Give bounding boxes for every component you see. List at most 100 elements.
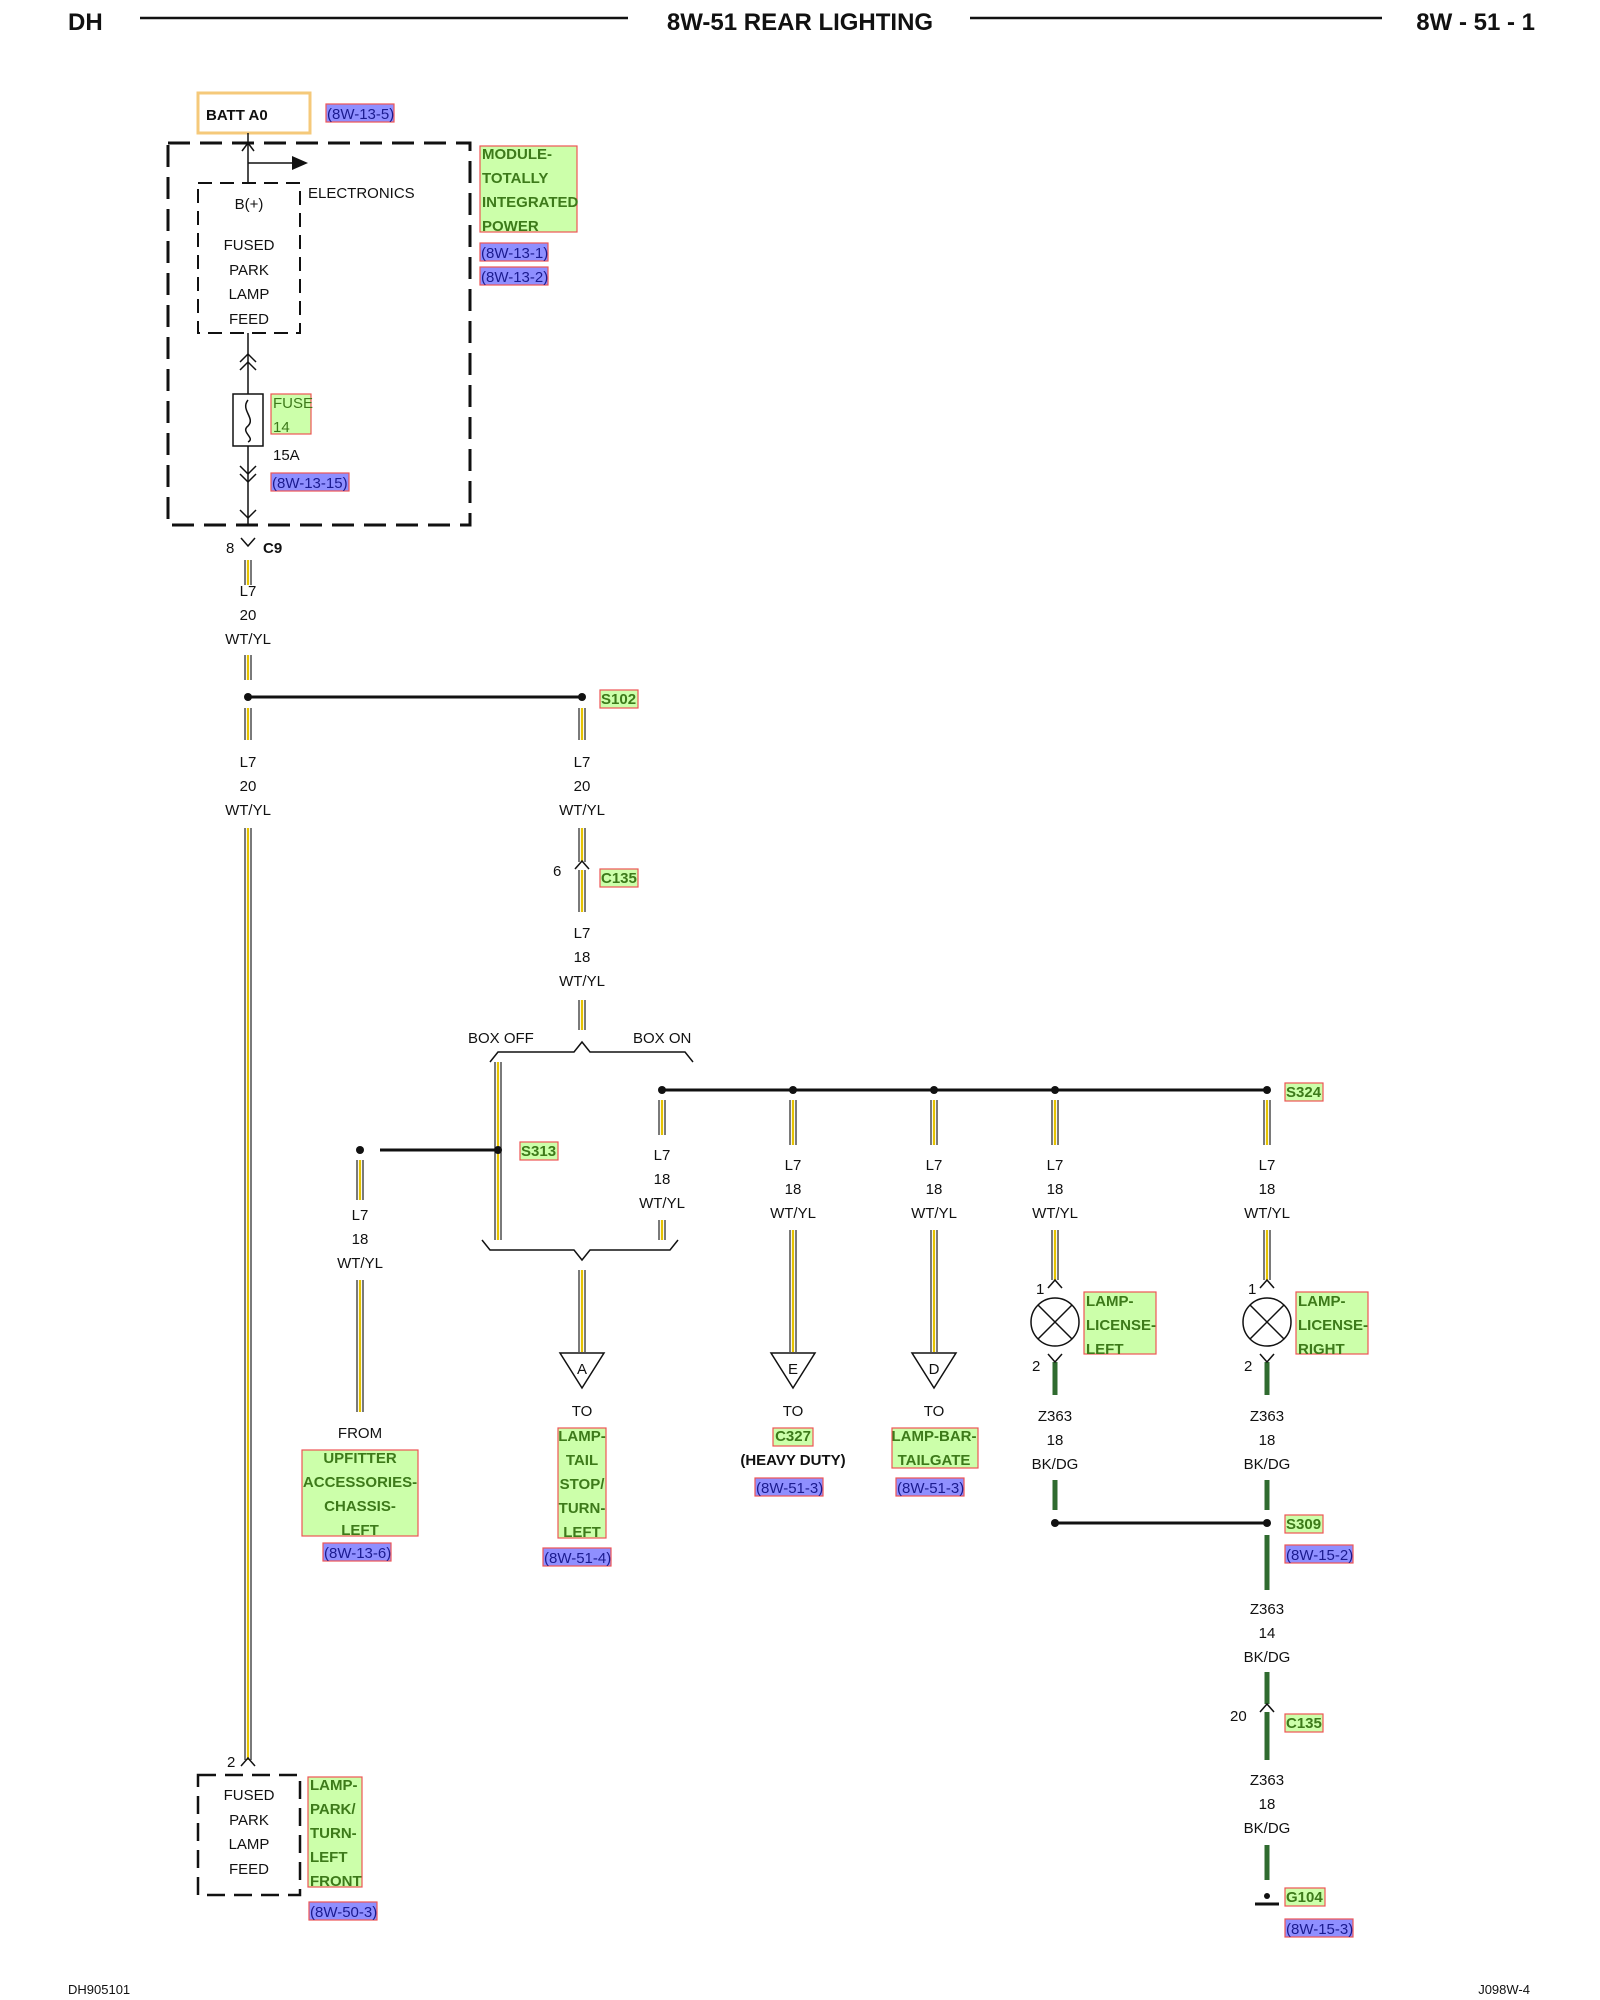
module-name-1[interactable]: MODULE-: [482, 146, 552, 163]
upfitter-line-2[interactable]: ACCESSORIES-: [303, 1474, 417, 1491]
batt-box: [196, 91, 312, 135]
s309-ref[interactable]: (8W-15-2): [1286, 1547, 1353, 1564]
wire-label-l7-18-c: L7 18 WT/YL: [639, 1147, 685, 1212]
output-arrow-icon: [292, 156, 308, 170]
tail-line-2[interactable]: TAIL: [566, 1452, 598, 1469]
lamp-right-line-1[interactable]: LAMP-: [1298, 1293, 1346, 1310]
wire-label-l7-18-b: L7 18 WT/YL: [337, 1207, 383, 1272]
tailgate-ref[interactable]: (8W-51-3): [897, 1480, 964, 1497]
offpage-connector-d[interactable]: D: [910, 1352, 958, 1390]
splice-dot: [1051, 1519, 1059, 1527]
module-ref-2[interactable]: (8W-13-2): [481, 269, 548, 286]
front-lamp-pin: 2: [227, 1754, 235, 1771]
wire-gauge: 18: [1047, 1181, 1064, 1198]
lamp-right-box: [1295, 1291, 1369, 1355]
fuse-ref[interactable]: (8W-13-15): [272, 475, 348, 492]
wire-segment: [356, 1280, 364, 1412]
feed-line-2: PARK: [229, 262, 269, 279]
upfitter-line-3[interactable]: CHASSIS-: [324, 1498, 396, 1515]
splice-s313[interactable]: S313: [521, 1143, 556, 1160]
c135b-pin: 20: [1230, 1708, 1247, 1725]
offpage-connector-e[interactable]: E: [769, 1352, 817, 1390]
wire-segment: [578, 708, 586, 740]
wire-gauge: 18: [1259, 1796, 1276, 1813]
front-lamp-line-1[interactable]: LAMP-: [310, 1777, 358, 1794]
wire-gauge: 18: [1259, 1432, 1276, 1449]
front-lamp-line-5[interactable]: FRONT: [310, 1873, 362, 1890]
module-name-3[interactable]: INTEGRATED: [482, 194, 579, 211]
ground-dot: [1264, 1893, 1270, 1899]
triangle-d-label: D: [929, 1361, 940, 1378]
wire-color: WT/YL: [225, 631, 271, 648]
wire-segment: [658, 1220, 666, 1240]
offpage-connector-a[interactable]: A: [558, 1352, 606, 1390]
tail-line-1[interactable]: LAMP-: [558, 1428, 606, 1445]
module-name-4[interactable]: POWER: [482, 218, 539, 235]
module-name-2[interactable]: TOTALLY: [482, 170, 548, 187]
lamp-left-line-3[interactable]: LEFT: [1086, 1341, 1124, 1358]
wire-circuit: L7: [352, 1207, 369, 1224]
front-lamp-ref-box: [308, 1901, 378, 1921]
tail-line-4[interactable]: TURN-: [559, 1500, 606, 1517]
wire-circuit: Z363: [1250, 1408, 1284, 1425]
c327-name[interactable]: C327: [775, 1428, 811, 1445]
lamp-license-left[interactable]: 1 2 LAMP- LICENSE- LEFT: [1030, 1278, 1157, 1375]
upfitter-line-1[interactable]: UPFITTER: [323, 1450, 396, 1467]
splice-dot: [1263, 1519, 1271, 1527]
c135b-name[interactable]: C135: [1286, 1715, 1322, 1732]
tail-ref[interactable]: (8W-51-4): [544, 1550, 611, 1567]
lamp-cross-icon: [1249, 1304, 1285, 1340]
splice-s102[interactable]: S102: [601, 691, 636, 708]
wire-color: WT/YL: [639, 1195, 685, 1212]
wire-label-l7-18-f: L7 18 WT/YL: [1032, 1157, 1078, 1222]
wire-segment: [578, 870, 586, 912]
splice-dot: [789, 1086, 797, 1094]
c9-name[interactable]: C9: [263, 540, 282, 557]
front-lamp-line-4[interactable]: LEFT: [310, 1849, 348, 1866]
wire-color: WT/YL: [911, 1205, 957, 1222]
wt-yl-wires: [244, 560, 1271, 1760]
g104-name[interactable]: G104: [1286, 1889, 1323, 1906]
batt-ref[interactable]: (8W-13-5): [327, 106, 394, 123]
wire-color: WT/YL: [770, 1205, 816, 1222]
upfitter-ref[interactable]: (8W-13-6): [324, 1545, 391, 1562]
splice-s324[interactable]: S324: [1286, 1084, 1322, 1101]
splice-s309[interactable]: S309: [1286, 1516, 1321, 1533]
tailgate-line-1[interactable]: LAMP-BAR-: [892, 1428, 977, 1445]
splice-dot: [494, 1146, 502, 1154]
wire-color: BK/DG: [1244, 1649, 1291, 1666]
module-ref-1[interactable]: (8W-13-1): [481, 245, 548, 262]
lamp-license-right[interactable]: 1 2 LAMP- LICENSE- RIGHT: [1242, 1278, 1369, 1375]
upfitter-line-4[interactable]: LEFT: [341, 1522, 379, 1539]
wire-label-l7-20-a: L7 20 WT/YL: [225, 583, 271, 648]
fuse-name-1[interactable]: FUSE: [273, 395, 313, 412]
c135-name[interactable]: C135: [601, 870, 637, 887]
wire-segment: [658, 1100, 666, 1135]
front-feed-line-4: FEED: [229, 1861, 269, 1878]
wire-segment: [1051, 1230, 1059, 1280]
module-ref2-box: [479, 266, 549, 286]
fuse-name-2[interactable]: 14: [273, 419, 290, 436]
to-lamp-bar-tailgate: TO LAMP-BAR- TAILGATE (8W-51-3): [891, 1403, 979, 1497]
front-lamp-line-3[interactable]: TURN-: [310, 1825, 357, 1842]
lamp-right-line-2[interactable]: LICENSE-: [1298, 1317, 1368, 1334]
s313-box: [519, 1141, 559, 1161]
front-lamp-ref[interactable]: (8W-50-3): [310, 1904, 377, 1921]
lamp-left-pin2-icon: [1047, 1353, 1063, 1364]
tail-line-3[interactable]: STOP/: [560, 1476, 606, 1493]
tailgate-line-2[interactable]: TAILGATE: [898, 1452, 971, 1469]
tail-line-5[interactable]: LEFT: [563, 1524, 601, 1541]
splice-dot: [658, 1086, 666, 1094]
lamp-right-line-3[interactable]: RIGHT: [1298, 1341, 1345, 1358]
front-lamp-line-2[interactable]: PARK/: [310, 1801, 356, 1818]
c9-pin: 8: [226, 540, 234, 557]
g104-ref[interactable]: (8W-15-3): [1286, 1921, 1353, 1938]
lamp-left-line-1[interactable]: LAMP-: [1086, 1293, 1134, 1310]
lamp-left-line-2[interactable]: LICENSE-: [1086, 1317, 1156, 1334]
c327-ref[interactable]: (8W-51-3): [756, 1480, 823, 1497]
lamp-right-pin1: 1: [1248, 1281, 1256, 1298]
wire-circuit: L7: [654, 1147, 671, 1164]
wire-segment: [578, 828, 586, 862]
wire-label-l7-20-b: L7 20 WT/YL: [225, 754, 271, 819]
wire-segment: [356, 1160, 364, 1200]
